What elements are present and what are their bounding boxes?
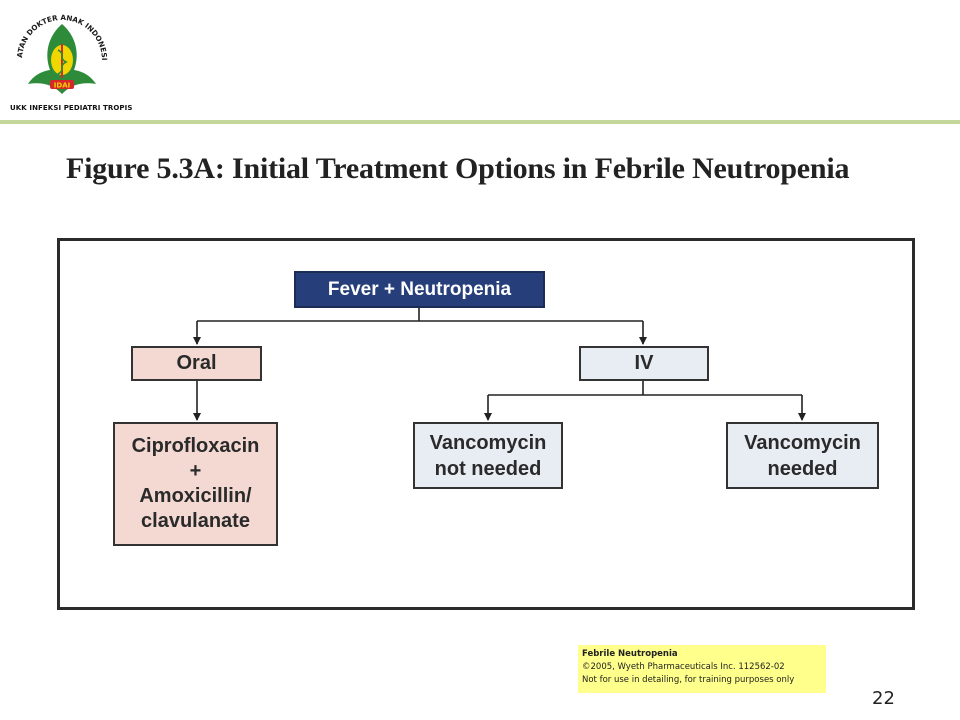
node-oral-label: Oral: [176, 352, 217, 374]
node-vancomycin-not-needed: Vancomycin not needed: [413, 422, 563, 489]
node-oral: Oral: [131, 346, 262, 381]
copyright-note-title: Febrile Neutropenia: [582, 649, 678, 659]
header-divider: [0, 120, 960, 124]
node-iv: IV: [579, 346, 709, 381]
node-fever-neutropenia-label: Fever + Neutropenia: [327, 278, 512, 300]
node-fever-neutropenia: Fever + Neutropenia: [294, 271, 545, 308]
copyright-note-line2: Not for use in detailing, for training p…: [582, 675, 795, 685]
node-vancomycin-needed: Vancomycin needed: [726, 422, 879, 489]
idai-logo: IKATAN DOKTER ANAK INDONESIA IDAI: [6, 4, 109, 94]
node-vancomycin-not-needed-label: Vancomycin not needed: [429, 431, 547, 480]
logo-badge-text: IDAI: [54, 82, 70, 90]
node-ciprofloxacin-label: Ciprofloxacin + Amoxicillin/ clavulanate: [131, 435, 260, 532]
node-vancomycin-needed-label: Vancomycin needed: [744, 431, 861, 480]
node-iv-label: IV: [634, 352, 654, 374]
copyright-note: Febrile Neutropenia ©2005, Wyeth Pharmac…: [578, 645, 826, 693]
copyright-note-line1: ©2005, Wyeth Pharmaceuticals Inc. 112562…: [582, 662, 785, 672]
page-number: 22: [872, 688, 895, 709]
org-name: UKK INFEKSI PEDIATRI TROPIS: [10, 104, 133, 112]
figure-title: Figure 5.3A: Initial Treatment Options i…: [66, 152, 850, 185]
node-ciprofloxacin: Ciprofloxacin + Amoxicillin/ clavulanate: [113, 422, 278, 546]
